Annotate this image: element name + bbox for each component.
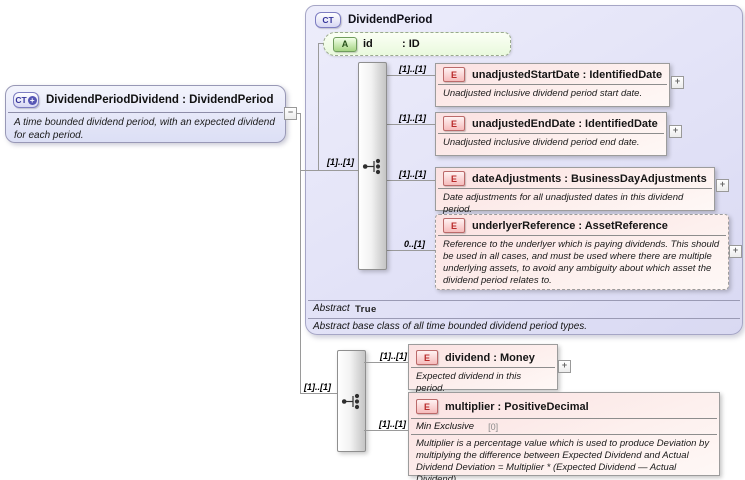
- attribute-type: : ID: [402, 38, 420, 50]
- cardinality-label: [1]..[1]: [399, 113, 426, 123]
- connector-line: [318, 43, 319, 171]
- element-title: E unadjustedStartDate : IdentifiedDate: [436, 64, 669, 84]
- connector-line: [300, 393, 338, 394]
- divider: [438, 133, 664, 134]
- element-icon: E: [443, 116, 465, 131]
- connector-line: [300, 113, 301, 394]
- connector-line: [385, 124, 435, 125]
- connector-line: [364, 362, 408, 363]
- derived-element-box[interactable]: CT+ DividendPeriodDividend : DividendPer…: [5, 85, 286, 143]
- complex-type-extension-icon: CT+: [13, 92, 39, 108]
- element-description: Multiplier is a percentage value which i…: [416, 438, 710, 480]
- derived-element-title: CT+ DividendPeriodDividend : DividendPer…: [6, 86, 285, 112]
- sequence-compositor: [337, 350, 366, 452]
- cardinality-label: [1]..[1]: [327, 157, 354, 167]
- sequence-compositor: [358, 62, 387, 270]
- attribute-id[interactable]: A id : ID: [323, 32, 511, 56]
- element-label: underlyerReference : AssetReference: [472, 219, 668, 232]
- element-description: Expected dividend in this period.: [416, 371, 522, 395]
- cardinality-label: [1]..[1]: [379, 419, 406, 429]
- element-icon: E: [416, 350, 438, 365]
- expand-toggle[interactable]: +: [671, 76, 684, 89]
- cardinality-label: [1]..[1]: [304, 382, 331, 392]
- cardinality-label: 0..[1]: [404, 239, 426, 249]
- element-dateAdjustments[interactable]: E dateAdjustments : BusinessDayAdjustmen…: [435, 167, 715, 215]
- element-description: Unadjusted inclusive dividend period end…: [443, 137, 640, 148]
- element-label: unadjustedStartDate : IdentifiedDate: [472, 68, 663, 81]
- expand-toggle[interactable]: +: [669, 125, 682, 138]
- divider: [438, 235, 726, 236]
- base-type-title: DividendPeriod: [348, 14, 433, 26]
- base-type-footer-note: Abstract base class of all time bounded …: [313, 321, 588, 332]
- connector-line: [385, 250, 435, 251]
- element-label: unadjustedEndDate : IdentifiedDate: [472, 117, 658, 130]
- cardinality-label: [1]..[1]: [380, 351, 407, 361]
- sequence-icon: [341, 393, 360, 409]
- abstract-property-label: Abstract: [313, 303, 350, 314]
- element-icon: E: [443, 218, 465, 233]
- sequence-icon: [362, 158, 381, 174]
- expand-toggle[interactable]: +: [558, 360, 571, 373]
- element-title: E unadjustedEndDate : IdentifiedDate: [436, 113, 666, 133]
- divider: [308, 318, 740, 319]
- complex-type-icon: CT: [315, 12, 341, 28]
- expand-toggle[interactable]: +: [716, 179, 729, 192]
- element-description: Reference to the underlyer which is payi…: [443, 239, 720, 287]
- derived-element-description: A time bounded dividend period, with an …: [14, 117, 275, 141]
- extension-plus-icon: +: [27, 95, 37, 105]
- divider: [438, 188, 712, 189]
- element-icon: E: [443, 67, 465, 82]
- element-unadjustedEndDate[interactable]: E unadjustedEndDate : IdentifiedDate Una…: [435, 112, 667, 156]
- element-icon: E: [416, 399, 438, 414]
- attribute-name: id: [363, 38, 373, 50]
- element-title: E dateAdjustments : BusinessDayAdjustmen…: [436, 168, 714, 188]
- expand-toggle[interactable]: +: [729, 245, 742, 258]
- divider: [411, 418, 717, 419]
- element-title: E underlyerReference : AssetReference: [436, 215, 728, 235]
- element-multiplier[interactable]: E multiplier : PositiveDecimal Min Exclu…: [408, 392, 720, 480]
- element-description: Unadjusted inclusive dividend period sta…: [443, 88, 643, 99]
- connector-line: [300, 170, 359, 171]
- cardinality-label: [1]..[1]: [399, 64, 426, 74]
- element-dividend[interactable]: E dividend : Money Expected dividend in …: [408, 344, 558, 394]
- divider: [411, 434, 717, 435]
- connector-line: [364, 430, 408, 431]
- divider: [8, 112, 283, 113]
- connector-line: [296, 113, 301, 114]
- element-unadjustedStartDate[interactable]: E unadjustedStartDate : IdentifiedDate U…: [435, 63, 670, 107]
- element-underlyerReference[interactable]: E underlyerReference : AssetReference Re…: [435, 214, 729, 290]
- element-description: Date adjustments for all unadjusted date…: [443, 192, 684, 216]
- derived-element-label: DividendPeriodDividend : DividendPeriod: [46, 94, 274, 106]
- divider: [411, 367, 555, 368]
- connector-line: [385, 180, 435, 181]
- collapse-toggle[interactable]: −: [284, 107, 297, 120]
- abstract-property-value: True: [355, 304, 377, 315]
- facet-row: Min Exclusive [0]: [409, 419, 719, 434]
- element-title: E multiplier : PositiveDecimal: [409, 393, 719, 418]
- facet-value: [0]: [488, 421, 499, 432]
- element-label: dividend : Money: [445, 351, 535, 364]
- connector-line: [318, 43, 324, 44]
- facet-label: Min Exclusive: [416, 421, 475, 432]
- divider: [308, 300, 740, 301]
- element-label: multiplier : PositiveDecimal: [445, 400, 589, 413]
- element-label: dateAdjustments : BusinessDayAdjustments: [472, 172, 707, 185]
- element-title: E dividend : Money: [409, 345, 557, 367]
- divider: [438, 84, 667, 85]
- element-icon: E: [443, 171, 465, 186]
- connector-line: [385, 75, 435, 76]
- base-type-header[interactable]: CT DividendPeriod: [315, 12, 432, 28]
- cardinality-label: [1]..[1]: [399, 169, 426, 179]
- attribute-icon: A: [333, 36, 357, 52]
- complex-type-icon-text: CT: [15, 95, 27, 105]
